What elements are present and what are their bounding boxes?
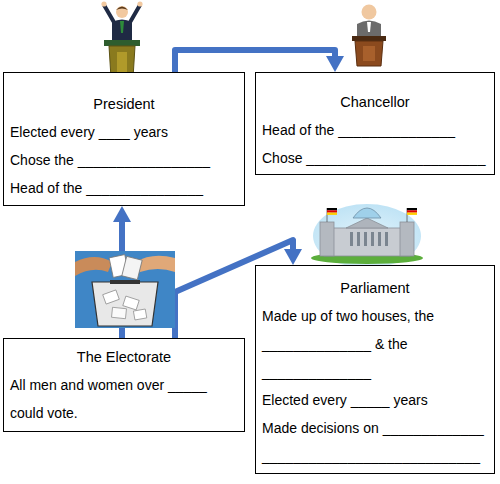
president-figure (101, 1, 142, 78)
box-heading: The Electorate (10, 343, 238, 371)
box-line: Made decisions on _____________ ________… (262, 414, 488, 470)
box-line: Chose _______________________ (262, 144, 488, 172)
box-line: Head of the _______________ (10, 174, 238, 202)
chancellor-figure (352, 5, 386, 67)
text-box: The ElectorateAll men and women over ___… (3, 338, 245, 432)
box-line: Chose the _________________ (10, 146, 238, 174)
box-line: Elected every _____ years (262, 386, 488, 414)
box-line: Head of the _______________ (262, 116, 488, 144)
box-line: Made up of two houses, the _____________… (262, 302, 488, 386)
box-heading: President (10, 90, 238, 118)
box-line: Elected every ____ years (10, 118, 238, 146)
box-line: All men and women over _____ could vote. (10, 371, 238, 427)
text-box: ParliamentMade up of two houses, the ___… (255, 265, 495, 474)
box-heading: Parliament (262, 274, 488, 302)
box-heading: Chancellor (262, 88, 488, 116)
ballot-box-picture (75, 251, 175, 328)
text-box: ChancellorHead of the _______________Cho… (255, 72, 495, 175)
parliament-building (311, 204, 423, 268)
flow-arrow (175, 50, 335, 72)
text-box: PresidentElected every ____ yearsChose t… (3, 72, 245, 206)
